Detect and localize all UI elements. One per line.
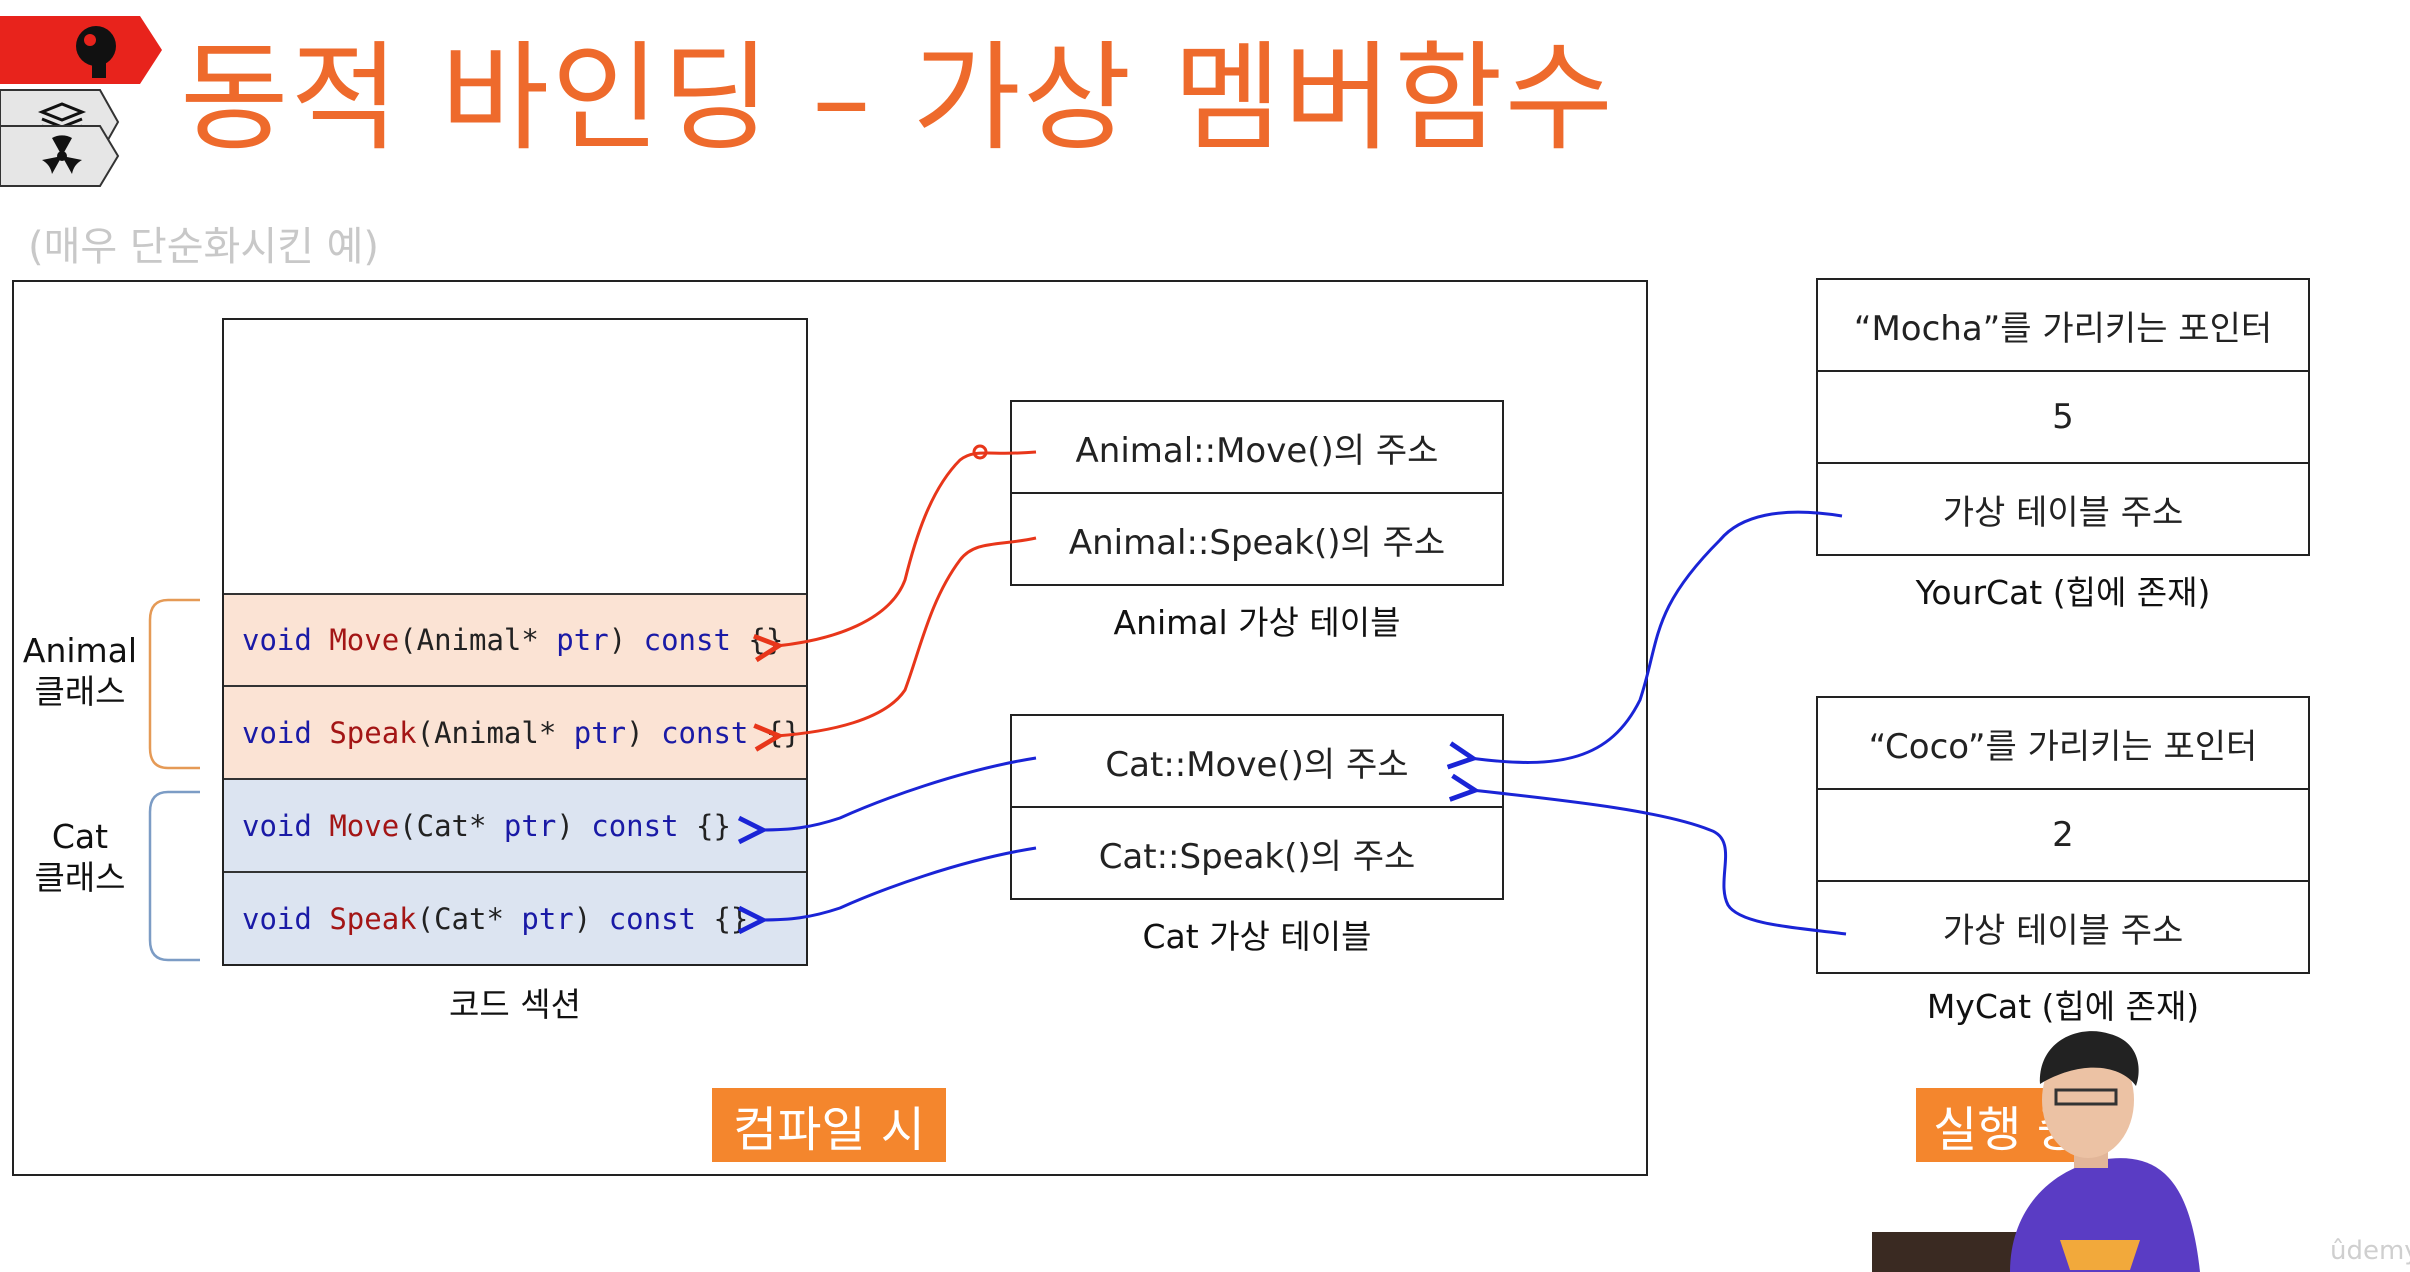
arrow-cat-move	[760, 756, 1037, 830]
mycat-object: “Coco”를 가리키는 포인터 2 가상 테이블 주소	[1816, 696, 2310, 974]
compile-time-frame	[12, 280, 1648, 1176]
animal-vtable: Animal::Move()의 주소 Animal::Speak()의 주소	[1010, 400, 1504, 586]
animal-vtable-move: Animal::Move()의 주소	[1012, 402, 1502, 494]
presenter-video	[1872, 1031, 2200, 1272]
slide-title: 동적 바인딩 – 가상 멤버함수	[180, 29, 1616, 167]
cat-class-bracket	[148, 790, 200, 962]
cursor-dot	[972, 444, 988, 460]
cat-vtable: Cat::Move()의 주소 Cat::Speak()의 주소	[1010, 714, 1504, 900]
arrow-cat-speak	[760, 846, 1037, 920]
arrow-yourcat-vtable	[1470, 510, 1843, 762]
udemy-watermark: ûdemy	[2330, 1236, 2410, 1266]
animal-vtable-speak: Animal::Speak()의 주소	[1068, 522, 1446, 563]
compile-time-badge: 컴파일 시	[712, 1088, 946, 1162]
code-section-caption: 코드 섹션	[449, 985, 581, 1024]
arrow-animal-speak	[776, 536, 1037, 736]
radiation-icon	[42, 135, 82, 174]
cat-vtable-caption: Cat 가상 테이블	[1142, 917, 1372, 956]
cat-vtable-move: Cat::Move()의 주소	[1012, 716, 1502, 808]
presenter-body	[2010, 1158, 2200, 1272]
mycat-vtable-address: 가상 테이블 주소	[1942, 910, 2184, 951]
code-row-cat-speak: void Speak(Cat* ptr) const {}	[224, 871, 806, 965]
yourcat-vtable-address: 가상 테이블 주소	[1942, 492, 2184, 533]
mycat-caption: MyCat (힙에 존재)	[1926, 987, 2200, 1026]
animal-class-bracket	[148, 598, 200, 770]
brain-icon	[76, 26, 116, 78]
presenter-glasses	[2054, 1088, 2118, 1106]
mycat-name-pointer: “Coco”를 가리키는 포인터	[1818, 698, 2308, 790]
yourcat-caption: YourCat (힙에 존재)	[1915, 573, 2211, 612]
code-section-box: void Move(Animal* ptr) const {} void Spe…	[222, 318, 808, 966]
cat-vtable-speak: Cat::Speak()의 주소	[1098, 836, 1416, 877]
yourcat-name-pointer: “Mocha”를 가리키는 포인터	[1818, 280, 2308, 372]
cat-class-label: Cat 클래스	[34, 817, 126, 898]
nav-arrow-3-wrap	[0, 125, 120, 187]
yourcat-object: “Mocha”를 가리키는 포인터 5 가상 테이블 주소	[1816, 278, 2310, 556]
arrow-mycat-vtable	[1472, 790, 1847, 936]
presenter-hair	[2039, 1031, 2139, 1086]
animal-vtable-caption: Animal 가상 테이블	[1113, 603, 1401, 642]
code-row-cat-move: void Move(Cat* ptr) const {}	[224, 778, 806, 872]
animal-class-label: Animal 클래스	[22, 631, 138, 712]
slide-subtitle: (매우 단순화시킨 예)	[28, 224, 380, 270]
mycat-value: 2	[1818, 790, 2308, 882]
shirt-logo	[2060, 1240, 2140, 1270]
yourcat-value: 5	[1818, 372, 2308, 464]
arrow-animal-move	[776, 450, 1037, 646]
code-row-animal-move: void Move(Animal* ptr) const {}	[224, 592, 806, 686]
